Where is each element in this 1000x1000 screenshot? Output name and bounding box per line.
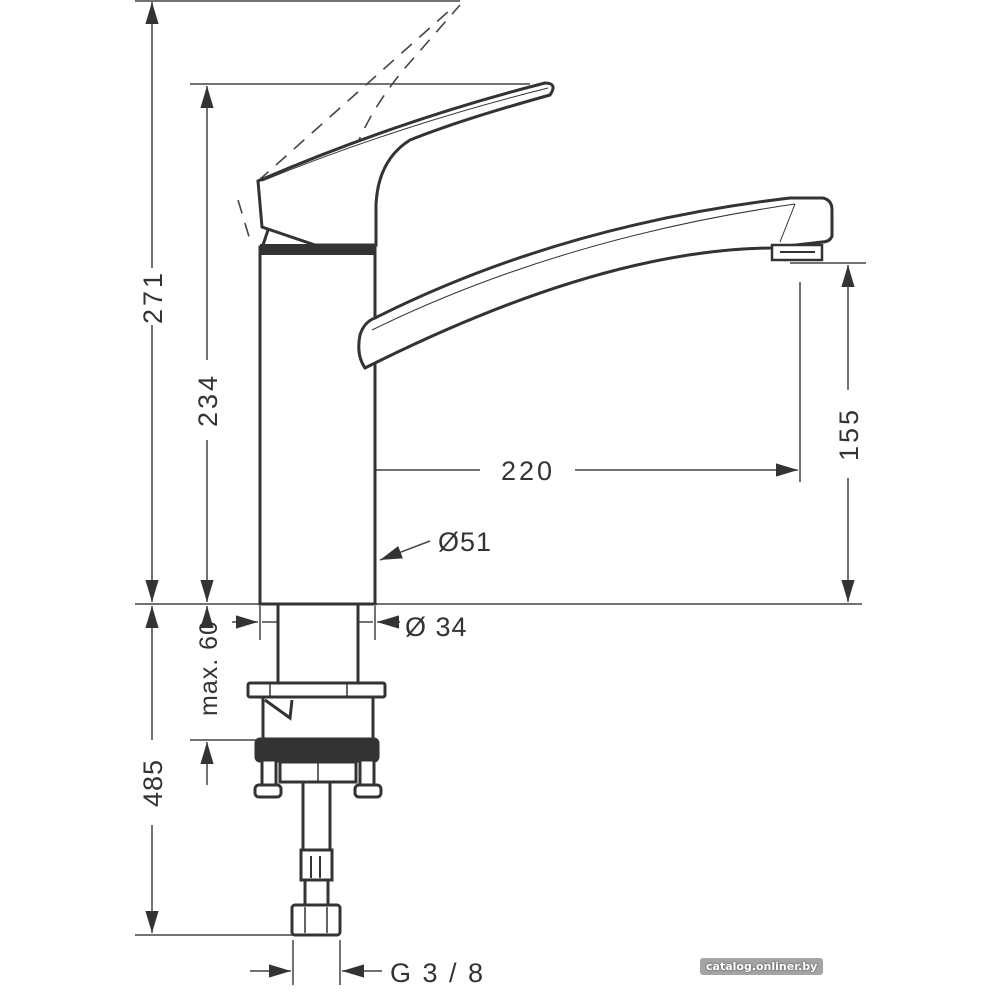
dim-spout-reach: 220 bbox=[501, 456, 555, 486]
mounting-hardware bbox=[246, 602, 387, 937]
spout bbox=[357, 196, 834, 370]
faucet-body bbox=[258, 244, 377, 606]
dim-hose-length: 485 bbox=[138, 759, 168, 807]
watermark: catalog.onliner.by bbox=[700, 958, 824, 975]
extension-lines bbox=[135, 0, 866, 985]
dim-max-deck-thickness: max. 60 bbox=[195, 620, 223, 716]
dimension-lines bbox=[145, 2, 855, 978]
dim-shank-diameter: Ø 34 bbox=[405, 612, 468, 642]
lever-handle bbox=[256, 81, 555, 249]
dim-body-diameter: Ø51 bbox=[438, 527, 492, 557]
dim-handle-height: 234 bbox=[193, 373, 223, 427]
dim-connection-thread: G 3 / 8 bbox=[390, 958, 485, 988]
dim-total-height: 271 bbox=[138, 270, 168, 324]
dim-spout-height: 155 bbox=[834, 407, 864, 461]
